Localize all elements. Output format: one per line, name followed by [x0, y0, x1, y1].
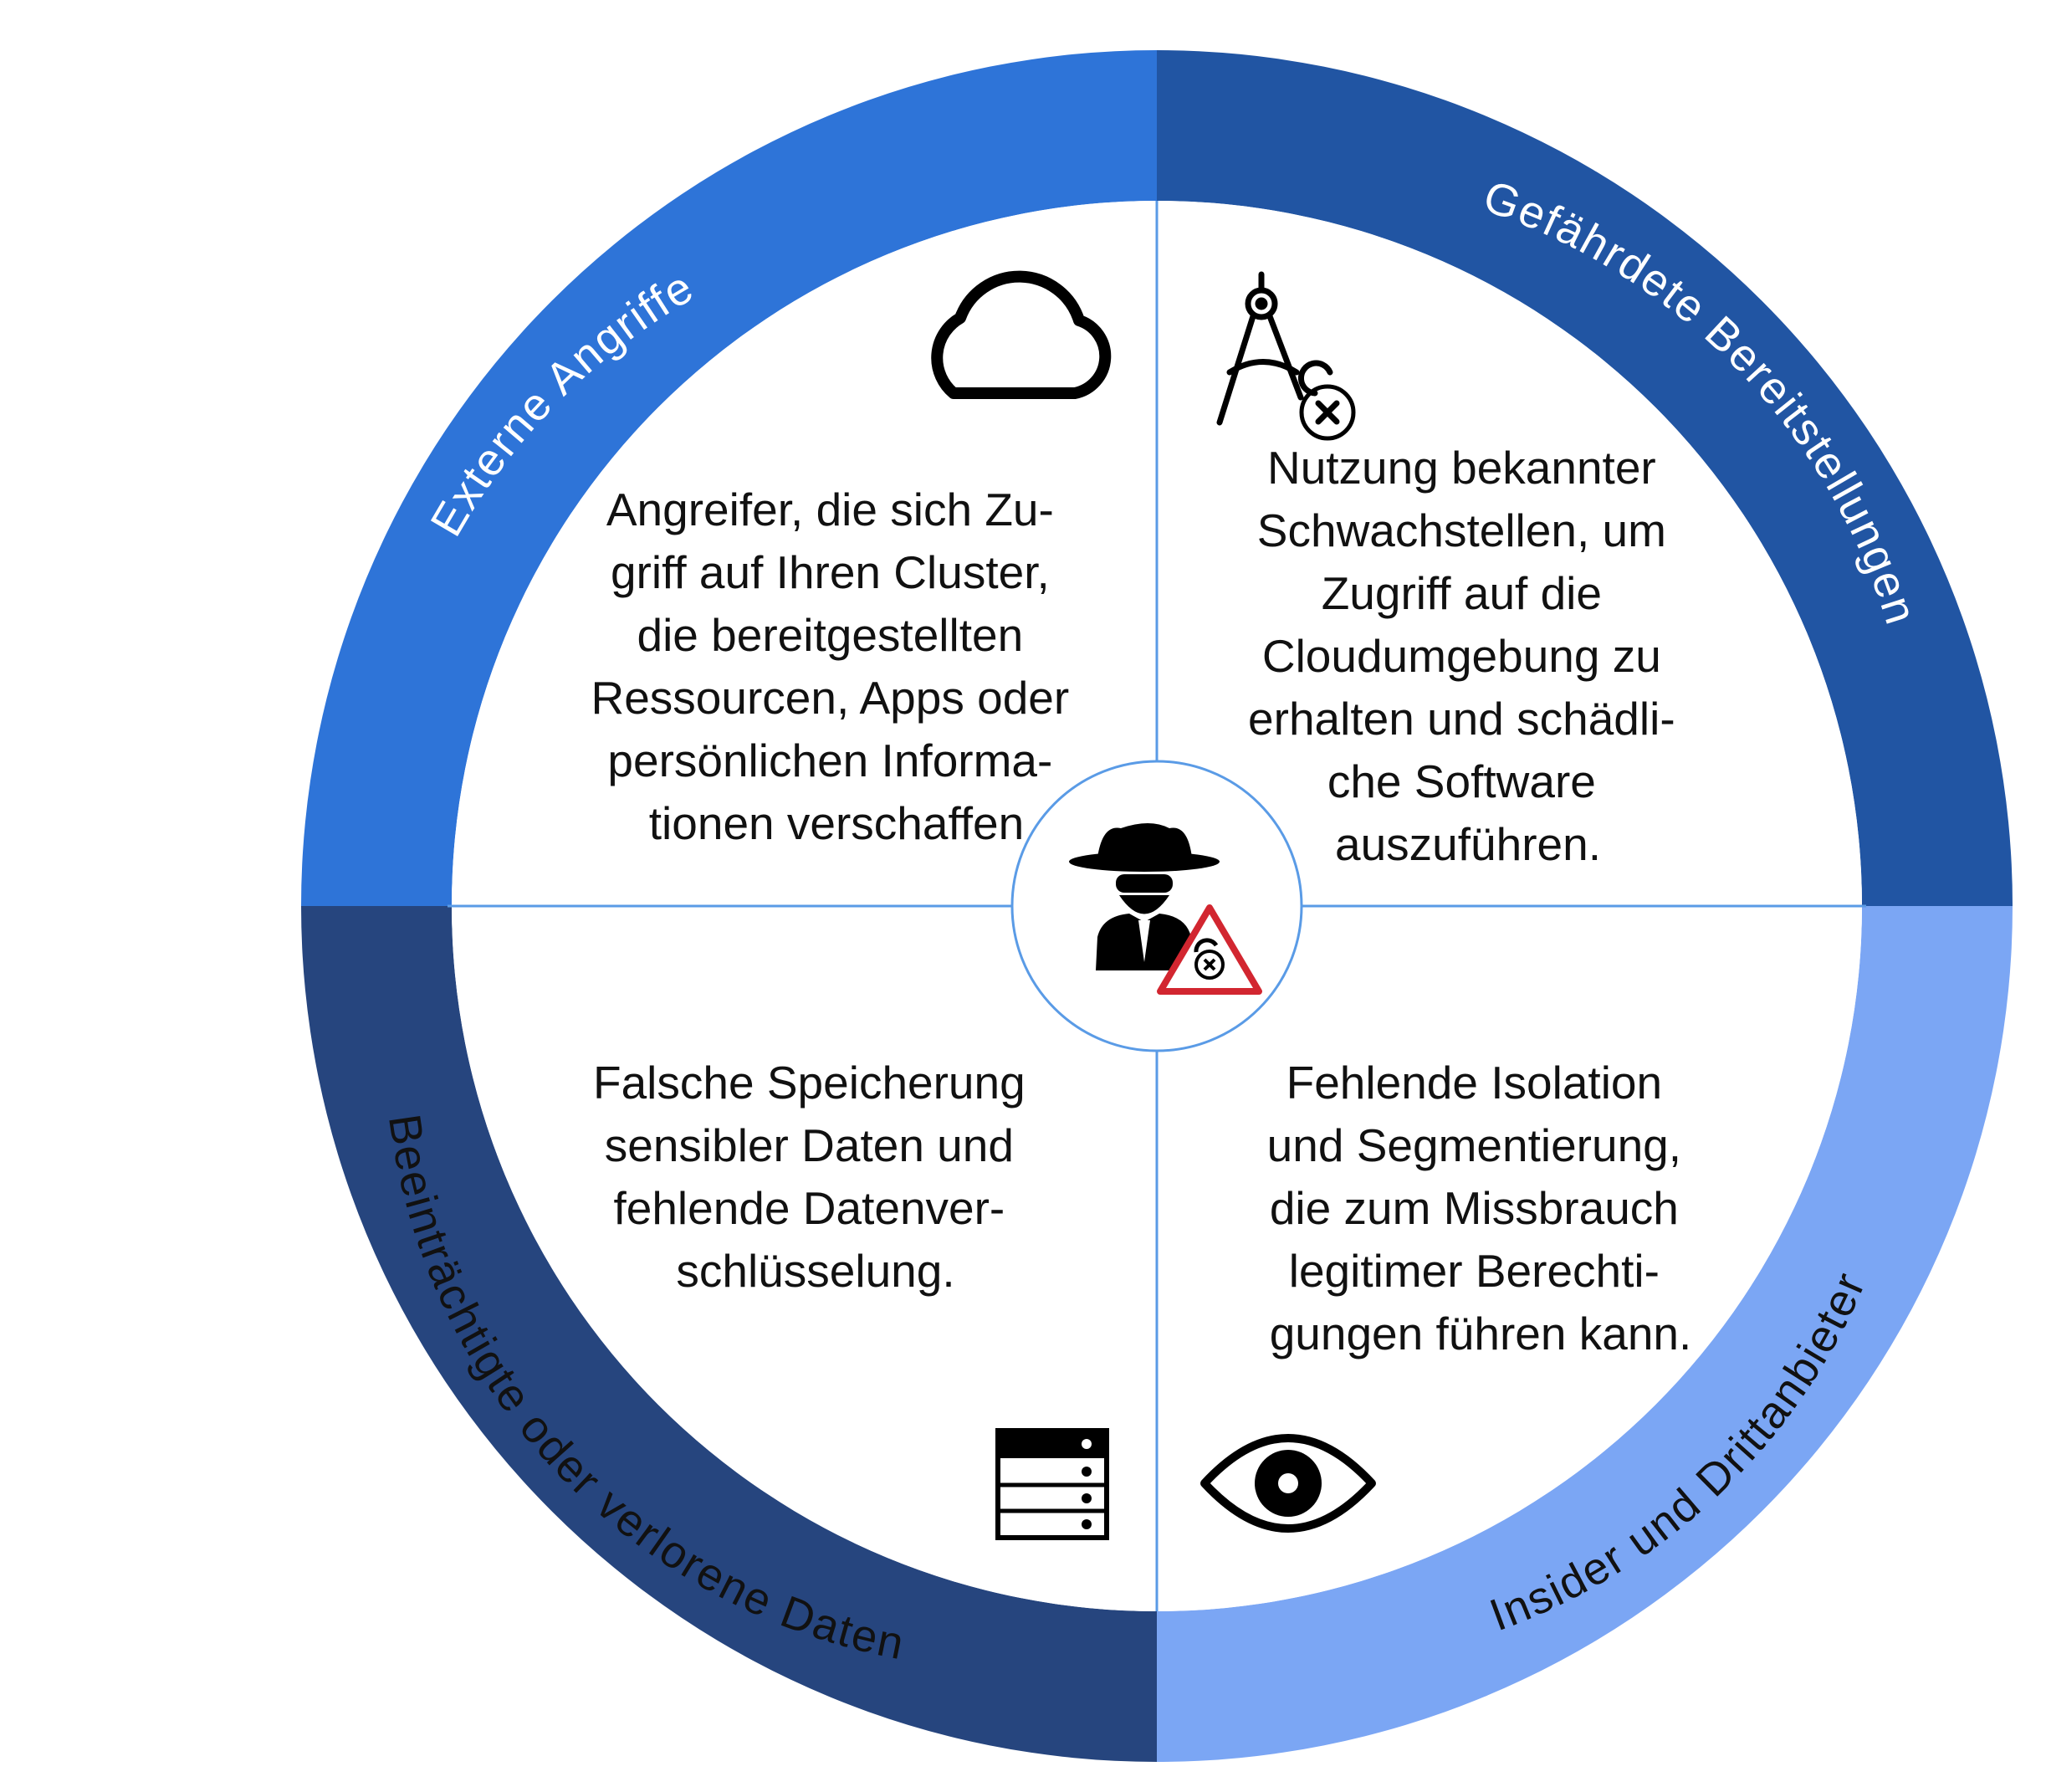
text-top-left: Angreifer, die sich Zu- griff auf Ihren … — [591, 484, 1082, 849]
text-bottom-right: Fehlende Isolation und Segmentierung, di… — [1267, 1057, 1695, 1359]
text-bottom-left: Falsche Speicherung sensibler Daten und … — [593, 1057, 1038, 1297]
ring-segment-top-left — [301, 50, 1157, 906]
ring-segment-bottom-left — [301, 906, 1157, 1762]
spy-with-warning-icon — [1069, 823, 1262, 995]
ring-segment-top-right — [1157, 50, 2013, 906]
ring-segment-bottom-right — [1157, 906, 2013, 1762]
quadrant-dividers — [448, 201, 1866, 1611]
compass-vulnerability-icon — [1216, 271, 1356, 441]
cloud-icon — [931, 270, 1112, 399]
text-top-right: Nutzung bekannter Schwachstellen, um Zug… — [1248, 442, 1688, 870]
eye-icon — [1200, 1434, 1376, 1533]
server-icon — [995, 1428, 1109, 1540]
